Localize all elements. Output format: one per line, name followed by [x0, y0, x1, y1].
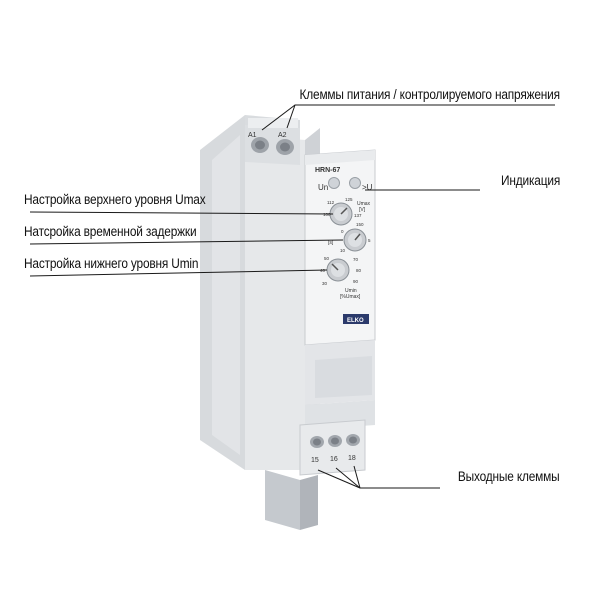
- dial-umin-tick-2: 50: [324, 256, 330, 261]
- dial-umax: [329, 202, 353, 226]
- dial-umin-unit: [%Umax]: [340, 294, 361, 300]
- callout-lower-level: Настройка нижнего уровня Umin: [24, 256, 199, 271]
- led-un-label: Un: [318, 183, 328, 192]
- din-rail-clip: [265, 470, 318, 530]
- top-terminal-block: [245, 118, 300, 165]
- callout-time-delay: Натсройка временной задержки: [24, 224, 197, 239]
- led-u-label: >U: [362, 183, 373, 192]
- dial-delay-tick-0: 0: [341, 229, 344, 234]
- dial-umax-tick-1: 112: [327, 200, 335, 205]
- dial-delay-unit: [s]: [328, 240, 334, 246]
- dial-umin-tick-4: 70: [353, 257, 359, 262]
- model-label: HRN-67: [315, 167, 340, 174]
- leader-output-15: [317, 469, 361, 489]
- dial-delay-tick-10: 10: [340, 248, 346, 253]
- leader-power-terminals: [261, 104, 555, 131]
- leader-power-terminals-branch: [286, 104, 296, 129]
- dial-umax-tick-4: 150: [356, 222, 364, 227]
- leader-output-16: [335, 467, 361, 489]
- brand-logo-text: ELKO: [347, 318, 364, 324]
- leader-upper-level: [29, 211, 334, 215]
- callout-output-terminals: Выходные клеммы: [458, 469, 560, 484]
- terminal-a1-label: A1: [248, 132, 257, 139]
- terminal-a2-label: A2: [278, 132, 287, 139]
- leader-time-delay: [29, 239, 344, 245]
- dial-umax-tick-3: 137: [354, 213, 362, 218]
- callout-power-terminals: Клеммы питания / контролируемого напряже…: [299, 87, 561, 102]
- dial-delay-tick-5: 5: [368, 238, 371, 243]
- indicator-leds: [328, 177, 361, 189]
- leader-lower-level: [29, 269, 328, 277]
- output-terminal-15: 15: [311, 457, 319, 464]
- dial-umin-tick-5: 80: [356, 268, 362, 273]
- dial-umax-label: Umax: [357, 201, 371, 207]
- output-terminal-18: 18: [348, 455, 356, 462]
- brand-plate: [343, 314, 369, 324]
- output-terminal-16: 16: [330, 456, 338, 463]
- dial-umax-tick-2: 125: [345, 197, 353, 202]
- lower-housing: [305, 340, 375, 430]
- dial-umin-tick-6: 90: [353, 279, 359, 284]
- dial-time-delay: [343, 228, 367, 252]
- dial-umax-tick-0: 100: [323, 212, 331, 217]
- dial-umax-unit: [V]: [359, 207, 366, 213]
- dial-umin-label: Umin: [345, 288, 357, 294]
- callout-indication: Индикация: [500, 173, 560, 188]
- dial-umin: [326, 258, 350, 282]
- bottom-terminal-block: [299, 419, 366, 476]
- leader-lines: [29, 104, 555, 489]
- housing-body: [200, 115, 320, 470]
- dial-umin-tick-0: 30: [322, 281, 328, 286]
- leader-output-18: [353, 465, 361, 489]
- callout-upper-level: Настройка верхнего уровня Umax: [24, 192, 206, 207]
- front-control-panel: [304, 149, 376, 346]
